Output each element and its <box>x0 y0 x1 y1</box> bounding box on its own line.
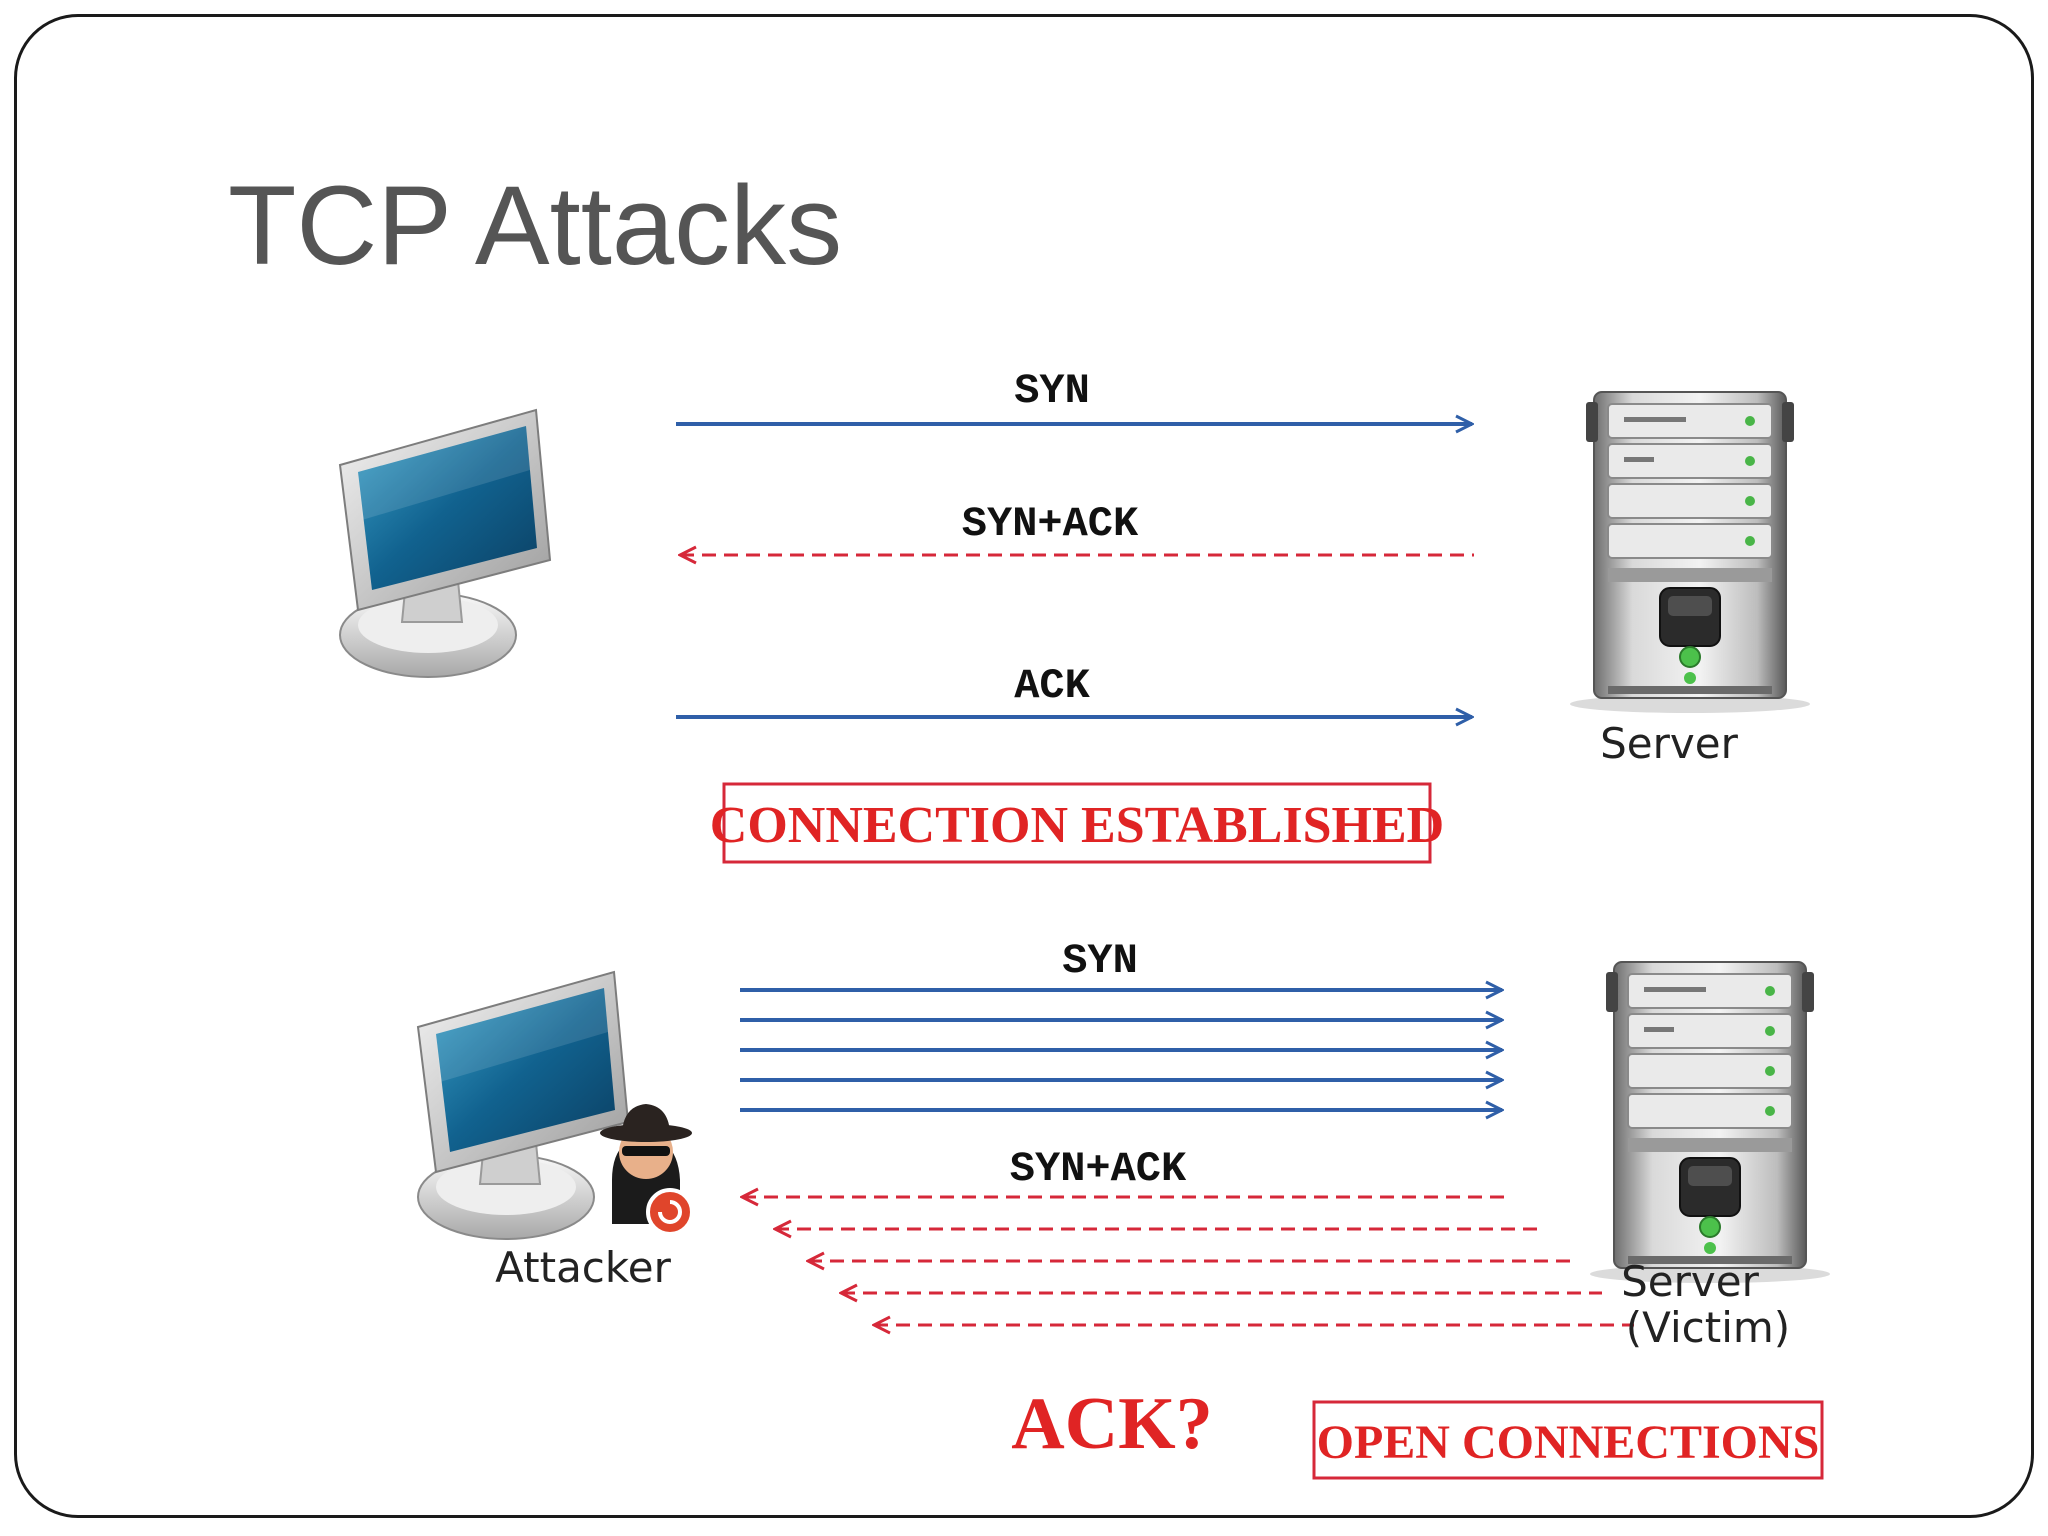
client-computer-icon <box>339 409 551 678</box>
ack-question-label: ACK? <box>1011 1383 1212 1465</box>
connection-established-box <box>722 782 1432 864</box>
synack-label: SYN+ACK <box>962 500 1139 548</box>
open-connections-box <box>1312 1400 1824 1480</box>
open-connections-label: OPEN CONNECTIONS <box>1317 1416 1820 1469</box>
syn-flood-arrows <box>740 990 1502 1110</box>
ack-label: ACK <box>1014 662 1090 710</box>
attacker-caption: Attacker <box>495 1243 671 1292</box>
victim-caption-line1: Server <box>1621 1257 1759 1306</box>
server-tower-icon <box>1569 391 1811 714</box>
flood-syn-label: SYN <box>1062 937 1138 985</box>
attacker-spy-icon <box>600 1104 694 1236</box>
flood-synack-label: SYN+ACK <box>1010 1145 1187 1193</box>
victim-server-icon <box>1589 961 1831 1284</box>
slide-title: TCP Attacks <box>228 163 843 288</box>
attacker-computer-icon <box>417 971 629 1240</box>
syn-label: SYN <box>1014 367 1090 415</box>
synack-flood-arrows <box>742 1197 1634 1325</box>
victim-caption-line2: (Victim) <box>1626 1303 1790 1352</box>
server-caption: Server <box>1600 719 1738 768</box>
connection-established-label: CONNECTION ESTABLISHED <box>710 797 1444 854</box>
